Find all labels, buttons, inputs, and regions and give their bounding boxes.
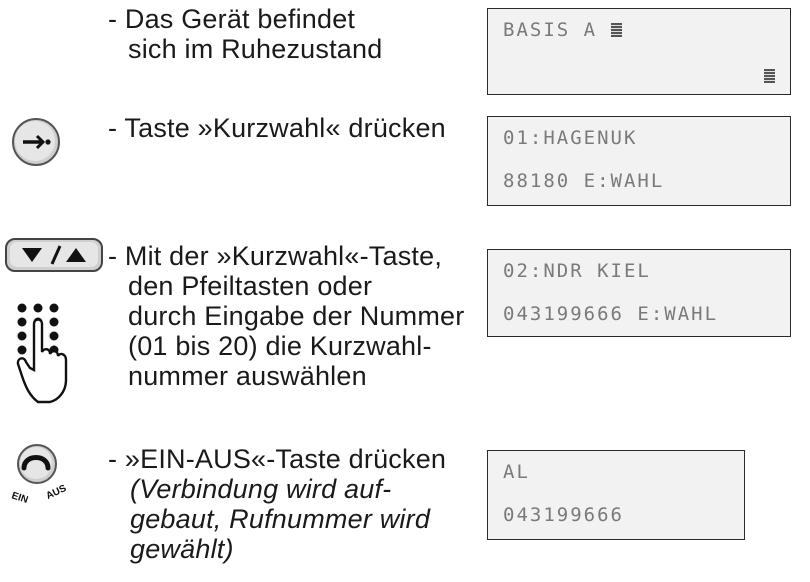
step-kurzwahl-text: - Taste »Kurzwahl« drücken: [108, 113, 446, 143]
step-text-line: den Pfeiltasten oder: [128, 271, 373, 301]
keypad-hand-icon: [14, 300, 74, 415]
step-text-line: sich im Ruhezustand: [128, 34, 383, 64]
lcd-display: BASIS A: [487, 8, 791, 95]
arrow-up-down-keys-icon: [4, 237, 104, 278]
lcd-line-1: 02:NDR KIEL: [503, 260, 651, 282]
lcd-line-1: AL: [503, 461, 530, 483]
step-note-line: gewählt): [130, 534, 234, 564]
step-text-line: nummer auswählen: [128, 361, 367, 391]
lcd-line-1: BASIS A: [503, 19, 622, 41]
lcd-line-1: 01:HAGENUK: [503, 127, 638, 149]
ein-aus-key-icon: EIN AUS: [8, 442, 69, 513]
step-text-line: durch Eingabe der Nummer: [128, 301, 465, 331]
step-text-line: - Mit der »Kurzwahl«-Taste,: [108, 241, 443, 271]
cursor-block-icon: [610, 23, 622, 37]
step-idle-text: - Das Gerät befindet sich im Ruhezustand: [108, 4, 382, 64]
step-select-number-text: - Mit der »Kurzwahl«-Taste, den Pfeiltas…: [108, 241, 464, 391]
step-text-line: - Das Gerät befindet: [108, 4, 356, 34]
lcd-line-2: 043199666 E:WAHL: [503, 303, 719, 325]
step-note-line: gebaut, Rufnummer wird: [130, 504, 431, 534]
lcd-display: AL 043199666: [487, 450, 745, 540]
ein-label: EIN: [10, 490, 29, 506]
step-text-line: - Taste »Kurzwahl« drücken: [108, 113, 446, 143]
lcd-display: 02:NDR KIEL 043199666 E:WAHL: [487, 249, 791, 337]
cursor-block-icon: [764, 69, 775, 83]
step-text-line: (01 bis 20) die Kurzwahl-: [128, 331, 432, 361]
lcd-line-2: 88180 E:WAHL: [503, 170, 665, 192]
lcd-display: 01:HAGENUK 88180 E:WAHL: [487, 116, 791, 206]
step-dial-text: - »EIN-AUS«-Taste drücken (Verbindung wi…: [108, 444, 446, 564]
speed-dial-key-icon: [10, 116, 62, 173]
step-text-line: - »EIN-AUS«-Taste drücken: [108, 444, 447, 474]
aus-label: AUS: [44, 483, 68, 502]
lcd-line-2: 043199666: [503, 504, 624, 526]
step-note-line: (Verbindung wird auf-: [130, 474, 392, 504]
